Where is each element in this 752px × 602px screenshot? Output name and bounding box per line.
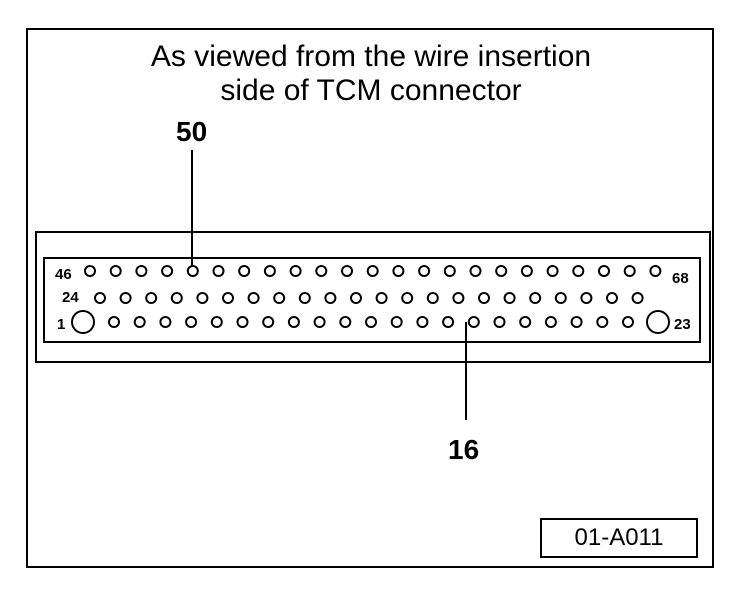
pin-hole-40 [503, 292, 516, 304]
pin-hole-46 [84, 265, 96, 277]
connector-inner-outline [43, 257, 701, 343]
pin-hole-49 [161, 265, 174, 277]
pin-hole-24 [94, 292, 106, 304]
pin-hole-15 [442, 316, 455, 328]
pin-label-1: 1 [57, 316, 65, 333]
connector-outer-outline [35, 231, 711, 363]
pin-hole-63 [520, 265, 533, 277]
pin-hole-19 [544, 316, 557, 328]
pin-hole-21 [596, 316, 609, 328]
pin-hole-3 [133, 316, 146, 328]
pin-hole-67 [623, 265, 636, 277]
pin-hole-57 [366, 265, 379, 277]
pin-hole-61 [469, 265, 482, 277]
pin-hole-36 [401, 292, 414, 304]
pin-hole-64 [546, 265, 559, 277]
pin-hole-62 [495, 265, 508, 277]
pin-hole-32 [298, 292, 311, 304]
pin-hole-54 [289, 265, 302, 277]
pin-hole-17 [493, 316, 506, 328]
pin-hole-39 [478, 292, 490, 304]
pin-hole-48 [135, 265, 148, 277]
pin-hole-59 [418, 265, 431, 277]
callout-pin-50: 50 [176, 116, 208, 147]
pin-hole-11 [339, 316, 352, 328]
pin-hole-6 [210, 316, 223, 328]
pin-hole-45 [631, 292, 644, 304]
pin-hole-25 [119, 292, 132, 304]
pin-hole-23 [646, 310, 670, 334]
pin-hole-37 [426, 292, 439, 304]
pin-hole-51 [212, 265, 225, 277]
pin-hole-55 [315, 265, 328, 277]
pin-hole-58 [392, 265, 405, 277]
pin-label-23: 23 [674, 316, 691, 333]
diagram-frame [26, 28, 714, 568]
pin-array [71, 265, 670, 334]
pin-hole-52 [238, 265, 251, 277]
pin-hole-27 [170, 292, 183, 304]
pin-hole-9 [287, 316, 300, 328]
pin-hole-5 [185, 316, 198, 328]
pin-hole-53 [263, 265, 276, 277]
pin-hole-8 [262, 316, 275, 328]
pin-hole-1 [71, 310, 95, 334]
pin-hole-66 [598, 265, 610, 277]
pin-hole-41 [529, 292, 542, 304]
pin-hole-28 [196, 292, 209, 304]
pin-hole-44 [606, 292, 618, 304]
pin-hole-16 [467, 316, 480, 328]
title-line-1: As viewed from the wire insertion [150, 40, 592, 73]
pin-hole-35 [375, 292, 388, 304]
pin-hole-30 [247, 292, 260, 304]
pin-hole-14 [416, 316, 429, 328]
pin-hole-13 [390, 316, 403, 328]
pin-hole-29 [222, 292, 234, 304]
title-line-2: side of TCM connector [220, 74, 522, 107]
pin-hole-50 [186, 265, 199, 277]
pin-hole-22 [622, 316, 634, 328]
figure-code: 01-A011 [540, 518, 698, 558]
pin-hole-2 [108, 316, 120, 328]
pin-hole-4 [159, 316, 172, 328]
pin-hole-10 [313, 316, 326, 328]
callout-pin-16: 16 [448, 434, 480, 465]
pin-hole-38 [452, 292, 465, 304]
pin-hole-65 [572, 265, 585, 277]
pin-hole-26 [145, 292, 158, 304]
pin-hole-34 [350, 292, 362, 304]
pin-hole-43 [580, 292, 593, 304]
pin-label-46: 46 [55, 266, 72, 283]
pin-hole-68 [649, 265, 662, 277]
pin-hole-12 [365, 316, 377, 328]
pin-hole-42 [554, 292, 567, 304]
pin-hole-60 [443, 265, 456, 277]
pin-hole-56 [341, 265, 353, 277]
pin-hole-20 [570, 316, 583, 328]
pin-label-68: 68 [672, 270, 689, 287]
pin-hole-31 [273, 292, 286, 304]
pin-hole-47 [109, 265, 122, 277]
pin-hole-18 [519, 316, 532, 328]
diagram-title: As viewed from the wire insertion side o… [0, 40, 742, 108]
pin-hole-7 [236, 316, 249, 328]
pin-label-24: 24 [62, 289, 79, 306]
pin-hole-33 [324, 292, 337, 304]
